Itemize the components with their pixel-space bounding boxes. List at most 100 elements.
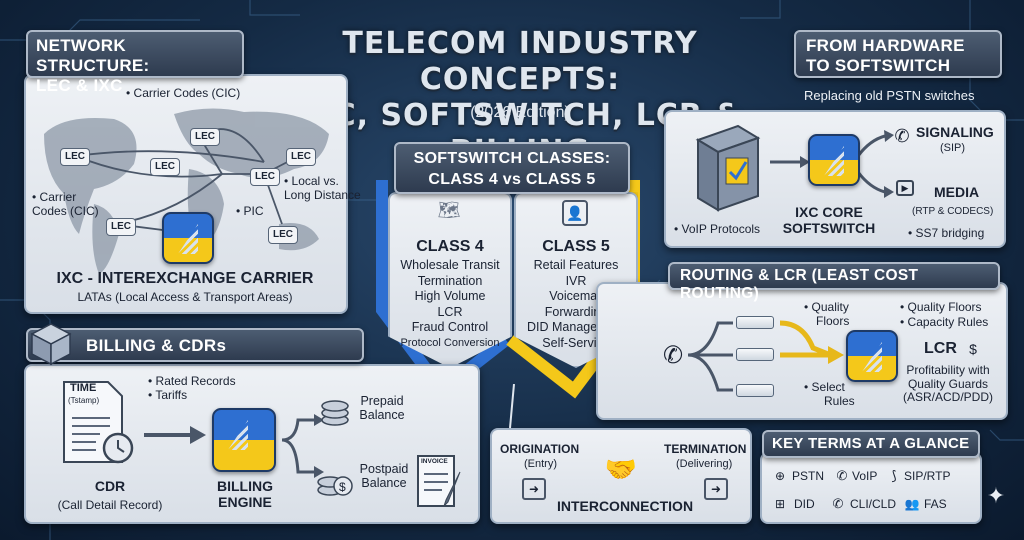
term-pstn: PSTN	[792, 469, 825, 483]
local-vs-long-distance: • Local vs. Long Distance	[284, 174, 361, 202]
class4-item: Wholesale Transit	[400, 258, 500, 272]
money-hand-icon: $	[969, 341, 977, 357]
select-1: • Select	[804, 380, 845, 394]
billing-engine-label: BILLING ENGINE	[200, 478, 290, 510]
engine-branch-arrows	[281, 414, 324, 478]
lec-node: LEC	[286, 148, 316, 166]
edition-label: (2026 Edition)	[470, 104, 570, 121]
carrier-codes-top: • Carrier Codes (CIC)	[126, 86, 241, 100]
handshake-icon: 🤝	[604, 453, 638, 484]
class5-item: Retail Features	[533, 258, 619, 272]
carrier-codes-left-1: • Carrier	[32, 190, 77, 204]
route-server	[736, 384, 774, 397]
signaling-label: SIGNALING	[916, 124, 994, 140]
invoice-label: INVOICE	[421, 458, 448, 465]
quality-floors-note: • Quality Floors	[804, 300, 849, 328]
core-1: IXC CORE	[795, 204, 863, 220]
lec-node: LEC	[268, 226, 298, 244]
postpaid-2: Balance	[361, 476, 407, 490]
lec-node: LEC	[150, 158, 180, 176]
quality-2: Floors	[816, 314, 850, 328]
network-header-line-1: NETWORK STRUCTURE:	[36, 36, 150, 75]
phone-icon: ✆	[894, 125, 910, 146]
origination-label: ORIGINATION	[500, 442, 580, 456]
select-2: Rules	[824, 394, 855, 408]
prepaid-1: Prepaid	[360, 394, 404, 408]
postpaid-1: Postpaid	[359, 462, 409, 476]
ss7-label: • SS7 bridging	[908, 226, 985, 240]
server-icon	[695, 124, 761, 212]
class4-list: Wholesale Transit Termination High Volum…	[388, 258, 512, 351]
engine-1: BILLING	[217, 478, 273, 494]
phone-icon: ✆	[662, 341, 684, 369]
softswitch-classes-header: SOFTSWITCH CLASSES: CLASS 4 vs CLASS 5	[394, 142, 630, 194]
interconnection-label: INTERCONNECTION	[556, 498, 694, 514]
prepaid-label: Prepaid Balance	[352, 394, 412, 422]
carrier-codes-left-2: Codes (CIC)	[32, 204, 99, 218]
lec-node: LEC	[190, 128, 220, 146]
cdr-notes: • Rated Records • Tariffs	[148, 374, 236, 402]
termination-sub: (Delivering)	[676, 458, 733, 470]
lec-node: LEC	[250, 168, 280, 186]
termination-label: TERMINATION	[664, 442, 747, 456]
select-rules-note: • Select Rules	[804, 380, 855, 408]
hardware-subtitle: Replacing old PSTN switches	[804, 88, 975, 103]
route-server	[736, 316, 774, 329]
class4-item: LCR	[437, 304, 463, 319]
hardware-arrows	[770, 130, 894, 198]
classes-header-line-1: SOFTSWITCH CLASSES:	[413, 150, 611, 167]
rule-capacity: • Capacity Rules	[900, 315, 989, 329]
class5-title: CLASS 5	[542, 238, 610, 255]
class5-item: IVR	[565, 273, 587, 288]
origination-sub: (Entry)	[524, 458, 557, 470]
term-fas: FAS	[924, 497, 947, 511]
exit-icon: ➜	[704, 478, 728, 500]
billing-header: BILLING & CDRs	[26, 328, 364, 362]
voip-protocols-label: • VoIP Protocols	[674, 222, 761, 236]
profit-2: Quality Guards	[907, 376, 989, 391]
cube-icon	[30, 323, 72, 366]
class4-item: Termination	[417, 273, 483, 288]
carrier-codes-left: • Carrier Codes (CIC)	[32, 190, 99, 218]
class5-item: Forwarding	[544, 304, 608, 319]
network-header-line-2: LEC & IXC	[36, 76, 123, 95]
local-vs-2: Long Distance	[284, 188, 361, 202]
signaling-sub: (SIP)	[940, 142, 966, 154]
phone-icon: ✆	[832, 496, 844, 511]
coins-dollar-icon: $	[317, 476, 353, 496]
hardware-header: FROM HARDWARE TO SOFTSWITCH	[794, 30, 1002, 78]
classes-header-line-2: CLASS 4 vs CLASS 5	[428, 171, 596, 188]
class5-item: Self-Service	[542, 335, 610, 350]
pic-label: • PIC	[236, 204, 264, 218]
contact-card-icon: 👤	[562, 200, 588, 226]
rule-floors: • Quality Floors	[900, 300, 982, 314]
pointer-line	[509, 384, 515, 429]
term-did: DID	[794, 497, 815, 511]
class4-title: CLASS 4	[416, 238, 484, 255]
engine-2: ENGINE	[218, 494, 272, 510]
key-terms-panel	[760, 452, 982, 524]
cdr-to-engine-arrow	[144, 426, 206, 444]
routing-header: ROUTING & LCR (LEAST COST ROUTING)	[668, 262, 1000, 302]
tstamp-label: (Tstamp)	[68, 396, 100, 405]
lec-node: LEC	[60, 148, 90, 166]
rated-records: • Rated Records	[148, 374, 236, 388]
network-structure-header: NETWORK STRUCTURE: LEC & IXC	[26, 30, 244, 95]
local-vs-1: • Local vs.	[284, 174, 339, 188]
ixc-title: IXC - INTEREXCHANGE CARRIER	[56, 270, 314, 287]
key-terms-header: KEY TERMS AT A GLANCE	[762, 430, 980, 458]
term-sip-rtp: SIP/RTP	[904, 469, 951, 483]
class4-item: Protocol Conversion	[400, 336, 500, 349]
time-label: TIME	[70, 382, 97, 394]
title-line-1: TELECOM INDUSTRY CONCEPTS:	[342, 26, 698, 97]
users-icon: 👥	[904, 497, 920, 511]
routing-arrows	[688, 320, 844, 392]
class4-item: Fraud Control	[411, 320, 489, 334]
core-softswitch-icon	[808, 134, 860, 186]
class5-item: Voicemail	[549, 289, 603, 303]
prepaid-2: Balance	[359, 408, 405, 422]
phone-icon: ✆	[836, 468, 848, 483]
cdr-label: CDR	[94, 478, 126, 494]
route-server	[736, 348, 774, 361]
profitability-note: Profitability with Quality Guards (ASR/A…	[894, 363, 1002, 405]
